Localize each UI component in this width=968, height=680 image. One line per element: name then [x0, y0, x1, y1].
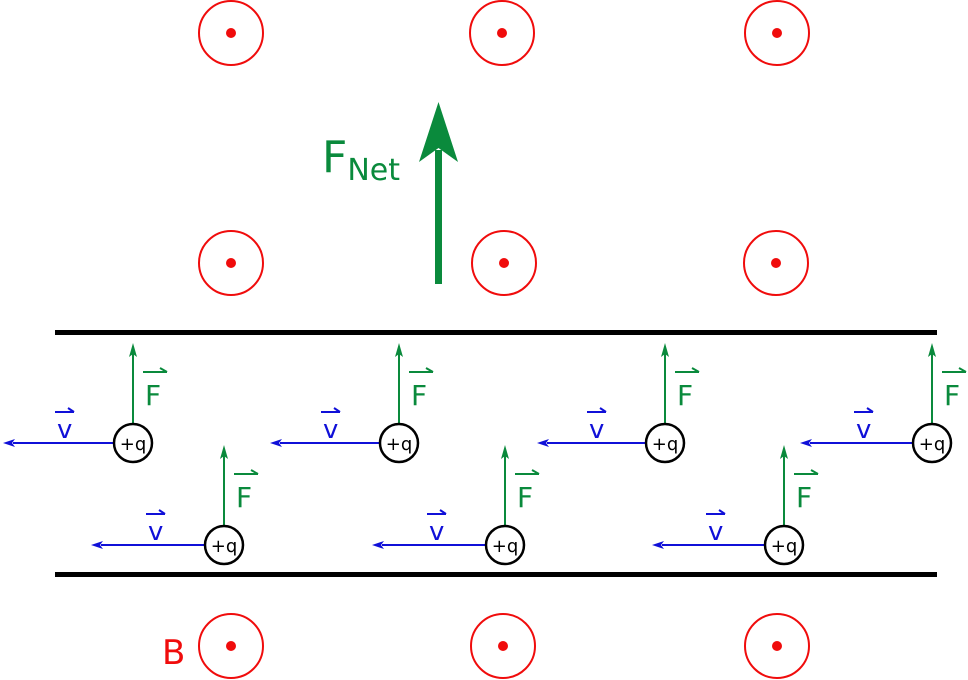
force-arrowhead-icon — [129, 343, 137, 357]
force-arrowhead-icon — [220, 445, 228, 459]
field-out-of-page-icon — [198, 230, 264, 296]
velocity-arrowhead-icon — [372, 541, 384, 549]
charge-circle-icon — [763, 524, 805, 566]
force-label: F — [236, 481, 252, 514]
vector-overarrow-head-icon — [333, 407, 341, 413]
vector-overarrow-head-icon — [810, 469, 819, 475]
field-out-of-page-icon — [469, 0, 535, 66]
charge-circle-icon — [911, 422, 953, 464]
net-force-symbol: F — [322, 132, 347, 183]
vector-overarrow-head-icon — [250, 469, 259, 475]
charged-particle: v F +q — [652, 445, 819, 566]
field-out-of-page-icon — [198, 613, 264, 679]
charge-label: +q — [492, 536, 519, 557]
force-arrowhead-icon — [780, 445, 788, 459]
velocity-label: v — [323, 415, 338, 445]
velocity-label: v — [148, 517, 163, 547]
net-force-label: FNet — [322, 132, 400, 188]
field-out-of-page-icon — [470, 613, 536, 679]
charged-particle: v F +q — [372, 445, 540, 566]
charge-label: +q — [652, 434, 679, 455]
charged-particle: v F +q — [3, 343, 168, 464]
wire-top-edge — [55, 330, 937, 335]
field-label: B — [162, 633, 185, 673]
force-label: F — [796, 481, 812, 514]
force-arrowhead-icon — [928, 343, 936, 357]
velocity-label: v — [57, 415, 72, 445]
magnetic-field-grid — [198, 0, 810, 679]
charge-circle-icon — [203, 524, 245, 566]
field-out-of-page-icon — [744, 0, 810, 66]
force-label: F — [411, 379, 427, 412]
velocity-arrowhead-icon — [270, 439, 282, 447]
velocity-label: v — [708, 517, 723, 547]
velocity-arrowhead-icon — [3, 439, 15, 447]
net-force-subscript: Net — [347, 153, 400, 188]
charge-label: +q — [386, 434, 413, 455]
charged-particle: v F +q — [800, 343, 967, 464]
charged-particle: v F +q — [537, 343, 700, 464]
force-label: F — [145, 379, 161, 412]
field-out-of-page-icon — [744, 613, 810, 679]
vector-overarrow-head-icon — [718, 509, 726, 515]
charge-circle-icon — [112, 422, 154, 464]
wire-bottom-edge — [55, 572, 937, 577]
charge-circle-icon — [484, 524, 526, 566]
velocity-arrowhead-icon — [91, 541, 103, 549]
vector-overarrow-head-icon — [67, 407, 75, 413]
vector-overarrow-head-icon — [425, 367, 434, 373]
vector-overarrow-head-icon — [531, 469, 540, 475]
force-label: F — [677, 379, 693, 412]
force-arrowhead-icon — [501, 445, 509, 459]
velocity-arrowhead-icon — [537, 439, 549, 447]
vector-overarrow-head-icon — [159, 367, 168, 373]
charge-label: +q — [211, 536, 238, 557]
charge-label: +q — [120, 434, 147, 455]
field-out-of-page-icon — [198, 0, 264, 66]
charged-particle: v F +q — [270, 343, 434, 464]
force-arrowhead-icon — [661, 343, 669, 357]
field-out-of-page-icon — [743, 230, 809, 296]
charged-particle: v F +q — [91, 445, 259, 566]
charge-circle-icon — [378, 422, 420, 464]
field-out-of-page-icon — [471, 230, 537, 296]
velocity-label: v — [589, 415, 604, 445]
charge-label: +q — [771, 536, 798, 557]
vector-overarrow-head-icon — [958, 367, 967, 373]
force-label: F — [944, 379, 960, 412]
velocity-arrowhead-icon — [652, 541, 664, 549]
force-arrowhead-icon — [395, 343, 403, 357]
vector-overarrow-head-icon — [691, 367, 700, 373]
vector-overarrow-head-icon — [158, 509, 166, 515]
velocity-arrowhead-icon — [800, 439, 812, 447]
net-force-arrow — [419, 102, 458, 284]
charge-label: +q — [919, 434, 946, 455]
vector-overarrow-head-icon — [866, 407, 874, 413]
vector-overarrow-head-icon — [439, 509, 447, 515]
force-label: F — [517, 481, 533, 514]
vector-overarrow-head-icon — [599, 407, 607, 413]
charge-circle-icon — [644, 422, 686, 464]
velocity-label: v — [429, 517, 444, 547]
velocity-label: v — [856, 415, 871, 445]
